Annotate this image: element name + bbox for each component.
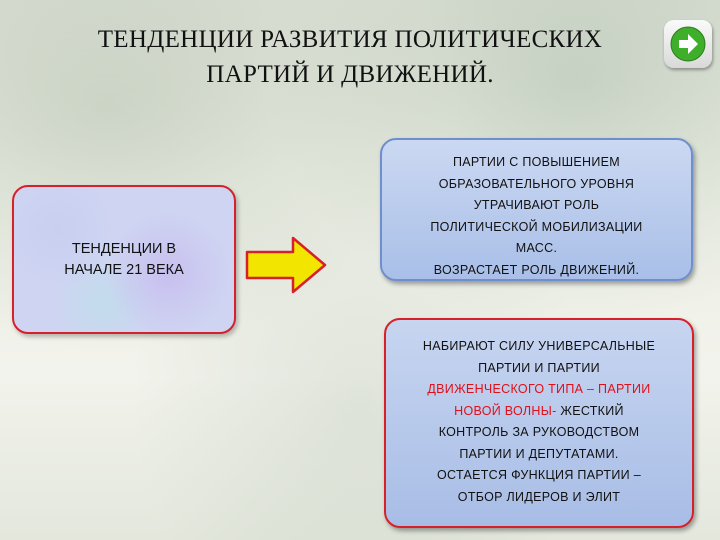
slide-title: ТЕНДЕНЦИИ РАЗВИТИЯ ПОЛИТИЧЕСКИХ ПАРТИЙ И… (30, 22, 670, 92)
text-line: ПАРТИИ С ПОВЫШЕНИЕМ (452, 155, 621, 169)
text-line-highlight: ДВИЖЕНЧЕСКОГО ТИПА – ПАРТИИ (427, 382, 651, 396)
text-line: ОСТАЕТСЯ ФУНКЦИЯ ПАРТИИ – (437, 468, 641, 482)
slide-title-line1: ТЕНДЕНЦИИ РАЗВИТИЯ ПОЛИТИЧЕСКИХ (97, 26, 603, 53)
text-line: ОБРАЗОВАТЕЛЬНОГО УРОВНЯ (438, 176, 635, 191)
text-line: УТРАЧИВАЮТ РОЛЬ (473, 198, 600, 212)
right-arrow-icon (245, 236, 327, 294)
parties-mobilization-box: ПАРТИИ С ПОВЫШЕНИЕМ ОБРАЗОВАТЕЛЬНОГО УРО… (380, 138, 693, 281)
text-line-mixed: НОВОЙ ВОЛНЫ- ЖЕСТКИЙ (386, 401, 692, 423)
text-line: ВОЗРАСТАЕТ РОЛЬ ДВИЖЕНИЙ. (433, 262, 640, 277)
parties-mobilization-text: ПАРТИИ С ПОВЫШЕНИЕМ ОБРАЗОВАТЕЛЬНОГО УРО… (382, 152, 691, 281)
text-line: МАСС. (515, 241, 558, 255)
universal-parties-box: НАБИРАЮТ СИЛУ УНИВЕРСАЛЬНЫЕ ПАРТИИ И ПАР… (384, 318, 694, 528)
text-line: ПАРТИИ И ПАРТИИ (478, 360, 600, 375)
next-arrow-icon (670, 26, 706, 62)
tendencies-box: ТЕНДЕНЦИИ В НАЧАЛЕ 21 ВЕКА (12, 185, 236, 334)
text-line: КОНТРОЛЬ ЗА РУКОВОДСТВОМ (438, 425, 640, 439)
text-line: ОТБОР ЛИДЕРОВ И ЭЛИТ (457, 489, 621, 504)
text-line: НАБИРАЮТ СИЛУ УНИВЕРСАЛЬНЫЕ (422, 339, 656, 353)
text-line: ПАРТИИ И ДЕПУТАТАМИ. (459, 446, 619, 461)
tendencies-line1: ТЕНДЕНЦИИ В (71, 240, 177, 257)
slide-title-line2: ПАРТИЙ И ДВИЖЕНИЙ. (206, 61, 494, 88)
universal-parties-text: НАБИРАЮТ СИЛУ УНИВЕРСАЛЬНЫЕ ПАРТИИ И ПАР… (386, 336, 692, 508)
text-highlight: НОВОЙ ВОЛНЫ- (454, 403, 557, 418)
next-slide-button[interactable] (664, 20, 712, 68)
text-rest: ЖЕСТКИЙ (556, 403, 624, 418)
tendencies-line2: НАЧАЛЕ 21 ВЕКА (64, 261, 184, 278)
tendencies-label: ТЕНДЕНЦИИ В НАЧАЛЕ 21 ВЕКА (64, 239, 184, 281)
text-line: ПОЛИТИЧЕСКОЙ МОБИЛИЗАЦИИ (430, 219, 643, 234)
